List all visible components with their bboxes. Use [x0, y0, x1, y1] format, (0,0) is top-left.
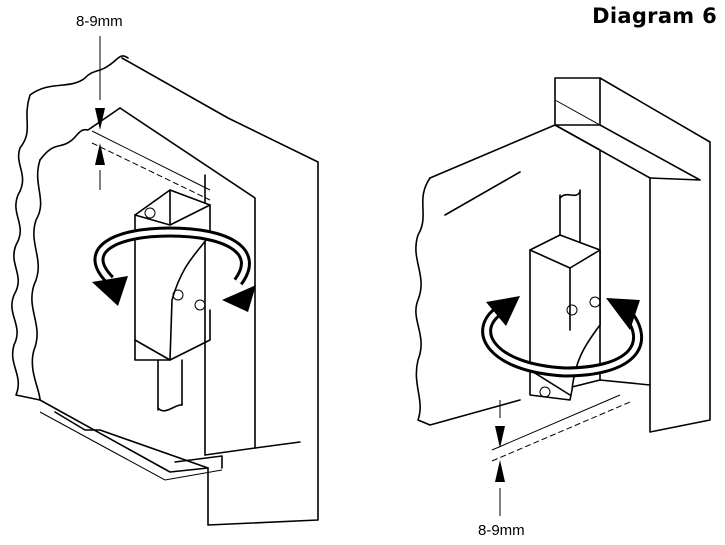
right-gap-dimension-label: 8-9mm: [478, 522, 525, 539]
left-door-torn-edge: [11, 55, 129, 401]
right-door-assembly: [415, 77, 711, 516]
right-gap-dimension: [491, 394, 631, 516]
left-gap-dimension: [91, 36, 211, 201]
right-rotation-arrow-icon: [481, 296, 644, 378]
left-frame-block: [54, 57, 319, 526]
left-gap-dimension-label: 8-9mm: [76, 13, 123, 30]
diagram-title: Diagram 6: [592, 4, 717, 28]
right-latch-keep: [529, 234, 601, 401]
left-rotation-arrow-icon: [92, 226, 256, 312]
left-door-assembly: [11, 36, 319, 526]
